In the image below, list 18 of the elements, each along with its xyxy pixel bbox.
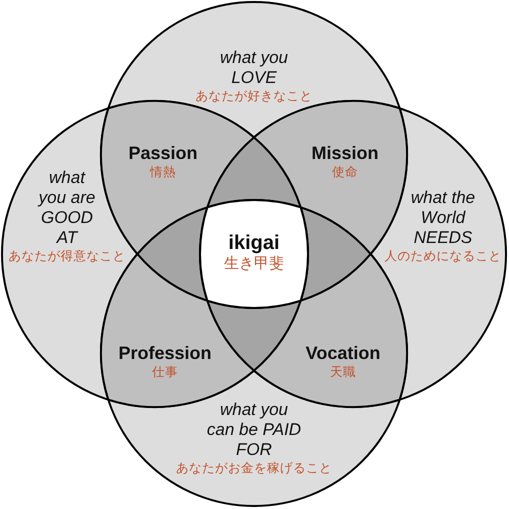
circle-label: what you can be PAID FOR	[206, 400, 302, 460]
overlap-label: Vocation	[306, 343, 380, 364]
center-label: ikigai	[228, 232, 280, 255]
translation-label: 人のためになること	[384, 248, 502, 264]
translation-label: 生き甲斐	[224, 254, 284, 273]
translation-label: 仕事	[152, 364, 178, 380]
overlap-label: Profession	[118, 343, 212, 364]
circle-label: what you are GOOD AT	[36, 168, 96, 248]
translation-label: あなたが好きなこと	[196, 88, 312, 104]
translation-label: 使命	[332, 164, 358, 180]
translation-label: あなたが得意なこと	[8, 248, 126, 264]
overlap-label: Passion	[128, 142, 198, 164]
circle-label: what you LOVE	[218, 48, 290, 88]
circle-label: what the World NEEDS	[410, 188, 476, 248]
overlap-label: Mission	[311, 142, 378, 164]
translation-label: 天職	[330, 364, 356, 380]
translation-label: あなたがお金を稼げること	[176, 460, 332, 476]
translation-label: 情熱	[150, 164, 176, 180]
